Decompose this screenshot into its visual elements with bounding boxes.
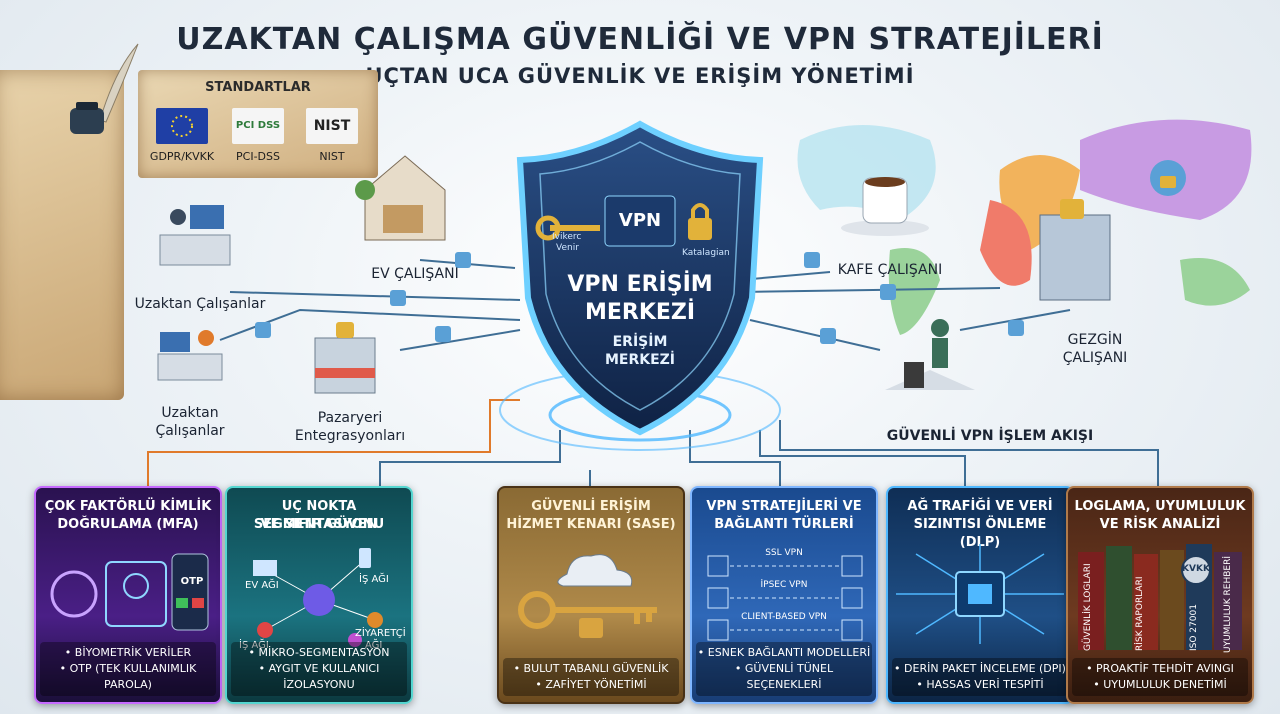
- panel-seg-node5: AĞI: [365, 640, 383, 651]
- panel-log-book2: RİSK RAPORLARI: [1135, 576, 1145, 651]
- panel-vpn-type1: SSL VPN: [765, 548, 803, 558]
- panel-log-book4: UYUMLULUK REHBERİ: [1223, 556, 1233, 653]
- panel-dlp-foot2: • HASSAS VERİ TESPİTİ: [916, 678, 1044, 691]
- panel-dlp-title1: AĞ TRAFİĞİ VE VERİ: [907, 499, 1053, 514]
- label-ev-calisani: EV ÇALIŞANI: [371, 266, 459, 282]
- label-gezgin-l1: GEZGİN: [1067, 332, 1123, 348]
- panel-log-title1: LOGLAMA, UYUMLULUK: [1074, 499, 1246, 514]
- remote-worker-desk-icon: [159, 205, 231, 266]
- label-pazaryeri-l1: Pazaryeri: [317, 410, 383, 426]
- chip-icon: [896, 544, 1064, 644]
- panel-mfa-otp: OTP: [180, 576, 204, 587]
- remote-worker-icon: [157, 330, 223, 381]
- panel-sase-foot: • BULUT TABANLI GÜVENLİK • ZAFİYET YÖNET…: [503, 658, 679, 696]
- panel-vpn-foot1: • ESNEK BAĞLANTI MODELLERİ: [697, 646, 871, 659]
- connection-types-icon: [707, 555, 863, 641]
- panel-vpn-strategies: VPN STRATEJİLERİ VE BAĞLANTI TÜRLERİ SSL…: [690, 486, 878, 704]
- eu-flag-icon: [156, 108, 208, 144]
- panel-seg-node4: ZİYARETÇİ: [355, 628, 406, 639]
- panel-mfa-title2: DOĞRULAMA (MFA): [57, 517, 199, 532]
- label-uzaktan2-l2: Çalışanlar: [155, 423, 225, 439]
- label-flow: GÜVENLİ VPN İŞLEM AKIŞI: [886, 428, 1094, 444]
- panel-log-foot1: • PROAKTİF TEHDİT AVINGI: [1086, 662, 1234, 675]
- office-building-icon: [1039, 199, 1111, 301]
- panel-seg-foot1: • MİKRO-SEGMENTASYON: [248, 646, 390, 659]
- quill-inkwell-icon: [70, 43, 139, 134]
- hub-title-line1: VPN ERİŞİM: [567, 272, 713, 297]
- panel-vpn-type2: İPSEC VPN: [760, 580, 808, 590]
- label-pazaryeri-l2: Entegrasyonları: [294, 428, 406, 444]
- panel-dlp-foot1: • DERİN PAKET İNCELEME (DPI): [894, 662, 1066, 675]
- panel-seg-node2: İŞ AĞI: [359, 574, 389, 585]
- panel-seg-foot2: • AYGIT VE KULLANICI İZOLASYONU: [258, 662, 380, 691]
- books-icon: [1078, 544, 1242, 650]
- label-gezgin-l2: ÇALIŞANI: [1062, 350, 1128, 366]
- standard-label-pci: PCI-DSS: [236, 150, 280, 163]
- panel-dlp-foot: • DERİN PAKET İNCELEME (DPI) • HASSAS VE…: [892, 658, 1068, 696]
- hub-vpn-badge: VPN: [618, 210, 662, 231]
- home-office-icon: [355, 155, 446, 241]
- standard-label-gdpr: GDPR/KVKK: [149, 150, 215, 163]
- panel-seg-node1: EV AĞI: [245, 580, 279, 591]
- panel-vpn-foot2: • GÜVENLİ TÜNEL SEÇENEKLERİ: [734, 662, 834, 691]
- traveler-icon: [885, 319, 975, 390]
- panel-seg-foot: • MİKRO-SEGMENTASYON • AYGIT VE KULLANIC…: [231, 642, 407, 696]
- panel-sase-title2: HİZMET KENARI (SASE): [506, 517, 676, 532]
- hub-small-left1: Ivikerc: [552, 232, 582, 242]
- panel-log-foot2: • UYUMLULUK DENETİMİ: [1093, 678, 1227, 691]
- hub-sub-line2: MERKEZİ: [604, 352, 676, 368]
- coffee-cup-icon: [841, 177, 929, 236]
- panel-sase-foot1: • BULUT TABANLI GÜVENLİK: [513, 662, 669, 675]
- label-uzaktan-calisanlar: Uzaktan Çalışanlar: [134, 296, 266, 312]
- page-subtitle: UÇTAN UCA GÜVENLİK VE ERİŞİM YÖNETİMİ: [365, 64, 915, 88]
- fingerprint-face-icon: [50, 553, 209, 631]
- panel-mfa-title1: ÇOK FAKTÖRLÜ KİMLİK: [44, 499, 212, 514]
- marketplace-building-icon: [314, 322, 376, 394]
- panel-log-book3: ISO 27001: [1189, 604, 1199, 651]
- panel-mfa-foot: • BİYOMETRİK VERİLER • OTP (TEK KULLANIM…: [40, 642, 216, 696]
- panel-log-book1: GÜVENLİK LOGLARI: [1083, 563, 1093, 651]
- cloud-key-lock-icon: [518, 554, 657, 638]
- page-title: UZAKTAN ÇALIŞMA GÜVENLİĞİ VE VPN STRATEJ…: [176, 22, 1104, 57]
- panel-mfa-foot2: • OTP (TEK KULLANIMLIK PAROLA): [59, 662, 197, 691]
- panel-sase: GÜVENLİ ERİŞİM HİZMET KENARI (SASE) • BU…: [497, 486, 685, 704]
- network-nodes-icon: [253, 548, 383, 647]
- panel-sase-foot2: • ZAFİYET YÖNETİMİ: [535, 678, 647, 691]
- hub-sub-line1: ERİŞİM: [612, 334, 668, 350]
- panel-log-title2: VE RİSK ANALİZİ: [1099, 517, 1221, 532]
- panel-mfa: ÇOK FAKTÖRLÜ KİMLİK DOĞRULAMA (MFA) OTP …: [34, 486, 222, 704]
- label-uzaktan2-l1: Uzaktan: [161, 405, 219, 421]
- panel-vpn-foot: • ESNEK BAĞLANTI MODELLERİ • GÜVENLİ TÜN…: [696, 642, 872, 696]
- standards-title: STANDARTLAR: [205, 80, 311, 95]
- vpn-shield: [516, 120, 764, 436]
- panel-vpn-title2: BAĞLANTI TÜRLERİ: [714, 517, 854, 532]
- standards-panel: STANDARTLAR PCI DSS NIST GDPR/KVKK PCI-D…: [138, 70, 378, 178]
- panel-vpn-title1: VPN STRATEJİLERİ VE: [706, 499, 862, 514]
- hub-small-right: Katalagian: [682, 248, 730, 258]
- hub-small-left2: Venir: [556, 243, 579, 253]
- panel-seg-title2: VE SIFIR GÜVEN: [260, 517, 378, 532]
- panel-dlp-title2: SIZINTISI ÖNLEME (DLP): [913, 517, 1047, 550]
- hub-title-line2: MERKEZİ: [584, 300, 696, 325]
- panel-vpn-type3: CLIENT-BASED VPN: [741, 612, 827, 622]
- panel-seg-title1: UÇ NOKTA SEGMENTASYONU: [253, 499, 385, 532]
- nist-logo: NIST: [306, 108, 358, 144]
- map-lock-icon: [1150, 160, 1186, 196]
- panel-dlp: AĞ TRAFİĞİ VE VERİ SIZINTISI ÖNLEME (DLP…: [886, 486, 1074, 704]
- label-kafe-calisani: KAFE ÇALIŞANI: [837, 262, 943, 278]
- panel-mfa-foot1: • BİYOMETRİK VERİLER: [64, 646, 192, 659]
- panel-log-foot: • PROAKTİF TEHDİT AVINGI • UYUMLULUK DEN…: [1072, 658, 1248, 696]
- pci-logo: PCI DSS: [232, 108, 284, 144]
- panel-logging: LOGLAMA, UYUMLULUK VE RİSK ANALİZİ KVKK …: [1066, 486, 1254, 704]
- panel-sase-title1: GÜVENLİ ERİŞİM: [531, 499, 651, 514]
- panel-segmentation: UÇ NOKTA SEGMENTASYONU VE SIFIR GÜVEN EV…: [225, 486, 413, 704]
- panel-seg-node3: İŞ AĞI: [239, 640, 269, 651]
- panel-log-kvkk: KVKK: [1182, 564, 1210, 574]
- standard-label-nist: NIST: [319, 150, 345, 163]
